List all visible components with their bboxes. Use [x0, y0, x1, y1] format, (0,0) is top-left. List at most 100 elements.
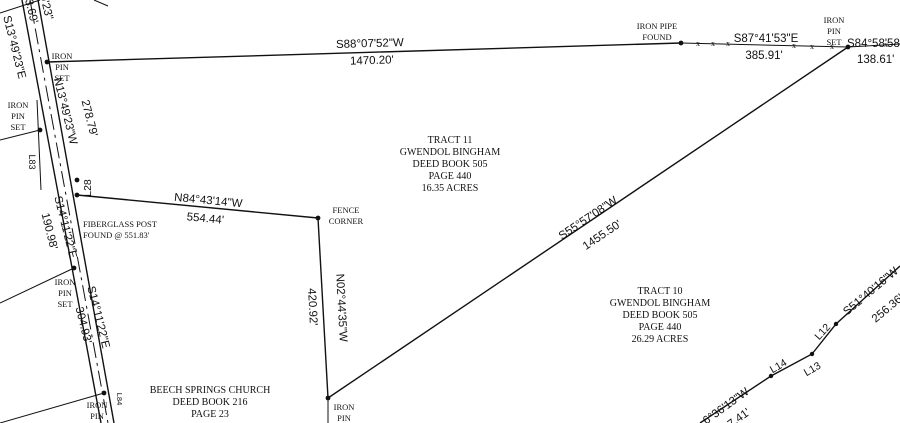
fence-segment-far-east — [847, 43, 900, 48]
line-label-l84: L84 — [115, 393, 124, 406]
point-iron-pin-bottom: IRON PIN — [334, 402, 355, 423]
monument-dot — [325, 395, 331, 401]
fence-mark: x — [810, 42, 814, 51]
point-label: FOUND — [642, 32, 671, 42]
bearing-label: S87°41'53"E — [734, 33, 799, 45]
point-label: IRON — [334, 402, 355, 412]
point-label: IRON PIPE — [637, 21, 677, 31]
church-page: PAGE 23 — [191, 409, 229, 420]
distance-label: 138.61' — [857, 54, 894, 66]
distance-label: 554.44' — [186, 211, 224, 226]
road-east-edge — [37, 0, 115, 423]
tract-owner: GWENDOL BINGHAM — [400, 147, 501, 158]
line-l83 — [36, 99, 42, 191]
road-west-edge — [21, 0, 102, 423]
call-interior-south: N02°44'35"W 420.92' — [305, 273, 349, 342]
tract-acres: 16.35 ACRES — [422, 183, 479, 194]
fence-mark: x — [792, 41, 796, 50]
tract-deed: DEED BOOK 505 — [413, 159, 488, 170]
monument-dot — [768, 373, 774, 379]
road-right-of-way — [21, 0, 115, 423]
point-label: SET — [826, 37, 842, 47]
diagonal-boundary-line — [327, 46, 849, 399]
west-parcel-line — [0, 129, 41, 141]
fence-mark: x — [726, 39, 730, 48]
call-north-line: S88°07'52"W 1470.20' — [336, 37, 404, 68]
point-label: SET — [54, 73, 70, 83]
monument-dot — [74, 192, 80, 198]
distance-label: 278.79' — [79, 99, 100, 138]
fence-mark: x — [696, 39, 700, 48]
call-road-mid: S14°11'22"E 190.98' — [39, 195, 79, 260]
point-fiberglass-post: FIBERGLASS POST FOUND @ 551.83' — [83, 219, 158, 240]
call-diagonal: S55°57'08"W 1455.50' — [557, 195, 624, 253]
call-interior-west: N84°43'14"W 554.44' — [174, 192, 243, 227]
point-label: SET — [10, 122, 26, 132]
fence-segment-east — [680, 42, 849, 48]
call-road-lower: S14°11'22"E 304.93' — [73, 285, 112, 350]
distance-label: 190.98' — [39, 212, 60, 251]
call-fence-east: S87°41'53"E 385.91' — [734, 33, 799, 62]
point-label: IRON — [824, 15, 845, 25]
interior-south-line — [317, 217, 329, 399]
road-centerline — [29, 0, 109, 423]
north-boundary-line — [46, 42, 682, 63]
monument-dot — [71, 265, 77, 271]
monument-dot — [678, 40, 684, 46]
monument-dot — [37, 127, 43, 133]
monument-dot — [845, 44, 851, 50]
point-iron-pin-set-nw: IRON PIN SET — [52, 51, 73, 83]
interior-west-line — [76, 194, 319, 219]
distance-label: 256.36' — [870, 292, 900, 325]
point-label: PIN — [90, 411, 104, 421]
bearing-label: S88°07'52"W — [336, 37, 404, 51]
point-iron-pipe-found: IRON PIPE FOUND — [637, 21, 677, 42]
line-label-l12: L12 — [812, 321, 833, 342]
call-se-line: S51°40'16"W 256.36' — [841, 265, 900, 325]
point-label: PIN — [827, 26, 841, 36]
tract-page: PAGE 440 — [639, 322, 682, 333]
west-parcel-line-2 — [0, 267, 75, 304]
tract-name: TRACT 10 — [637, 286, 682, 297]
line-label-l28: L28 — [82, 179, 94, 197]
tract-deed: DEED BOOK 505 — [623, 310, 698, 321]
top-left-hatch — [93, 0, 109, 7]
bearing-label: S84°58'58" — [847, 38, 900, 50]
distance-label: 385.91' — [745, 50, 782, 62]
point-label: SET — [57, 299, 73, 309]
line-label-l83: L83 — [27, 154, 37, 169]
southwest-parcel-line — [0, 392, 105, 423]
point-label: PIN — [11, 111, 25, 121]
top-left-line — [0, 0, 41, 14]
monument-dot — [44, 59, 50, 65]
point-label: FOUND @ 551.83' — [83, 230, 150, 240]
fence-mark: x — [711, 39, 715, 48]
point-label: IRON — [87, 400, 108, 410]
tract-owner: GWENDOL BINGHAM — [610, 298, 711, 309]
call-left-edge: S13°49'23"E — [0, 14, 27, 80]
tract-page: PAGE 440 — [429, 171, 472, 182]
monument-dot — [74, 177, 80, 183]
call-sw-line: 6°36'13"W 7.41' — [701, 386, 753, 423]
point-label: CORNER — [329, 216, 364, 226]
tract-11-label: TRACT 11 GWENDOL BINGHAM DEED BOOK 505 P… — [400, 135, 501, 194]
line-label-l14: L14 — [768, 357, 789, 376]
church-label: BEECH SPRINGS CHURCH DEED BOOK 216 PAGE … — [150, 385, 271, 420]
bearing-label: N02°44'35"W — [333, 273, 349, 342]
point-label: IRON — [8, 100, 29, 110]
point-fence-corner: FENCE CORNER — [329, 205, 364, 226]
point-iron-pin-bottom-left: IRON PIN — [87, 400, 108, 421]
fence-mark: x — [884, 40, 888, 49]
line-label-l13: L13 — [802, 360, 823, 379]
distance-label: 420.92' — [305, 288, 319, 326]
monument-dot — [101, 390, 107, 396]
church-deed: DEED BOOK 216 — [173, 397, 248, 408]
tract-acres: 26.29 ACRES — [632, 334, 689, 345]
point-iron-pin-set-west: IRON PIN SET — [8, 100, 29, 132]
church-name: BEECH SPRINGS CHURCH — [150, 385, 271, 396]
fence-mark: x — [830, 42, 834, 51]
point-iron-pin-set-top: IRON PIN SET — [824, 15, 845, 47]
fence-line: x x x x x x x — [680, 39, 900, 51]
point-label: FENCE — [333, 205, 360, 215]
